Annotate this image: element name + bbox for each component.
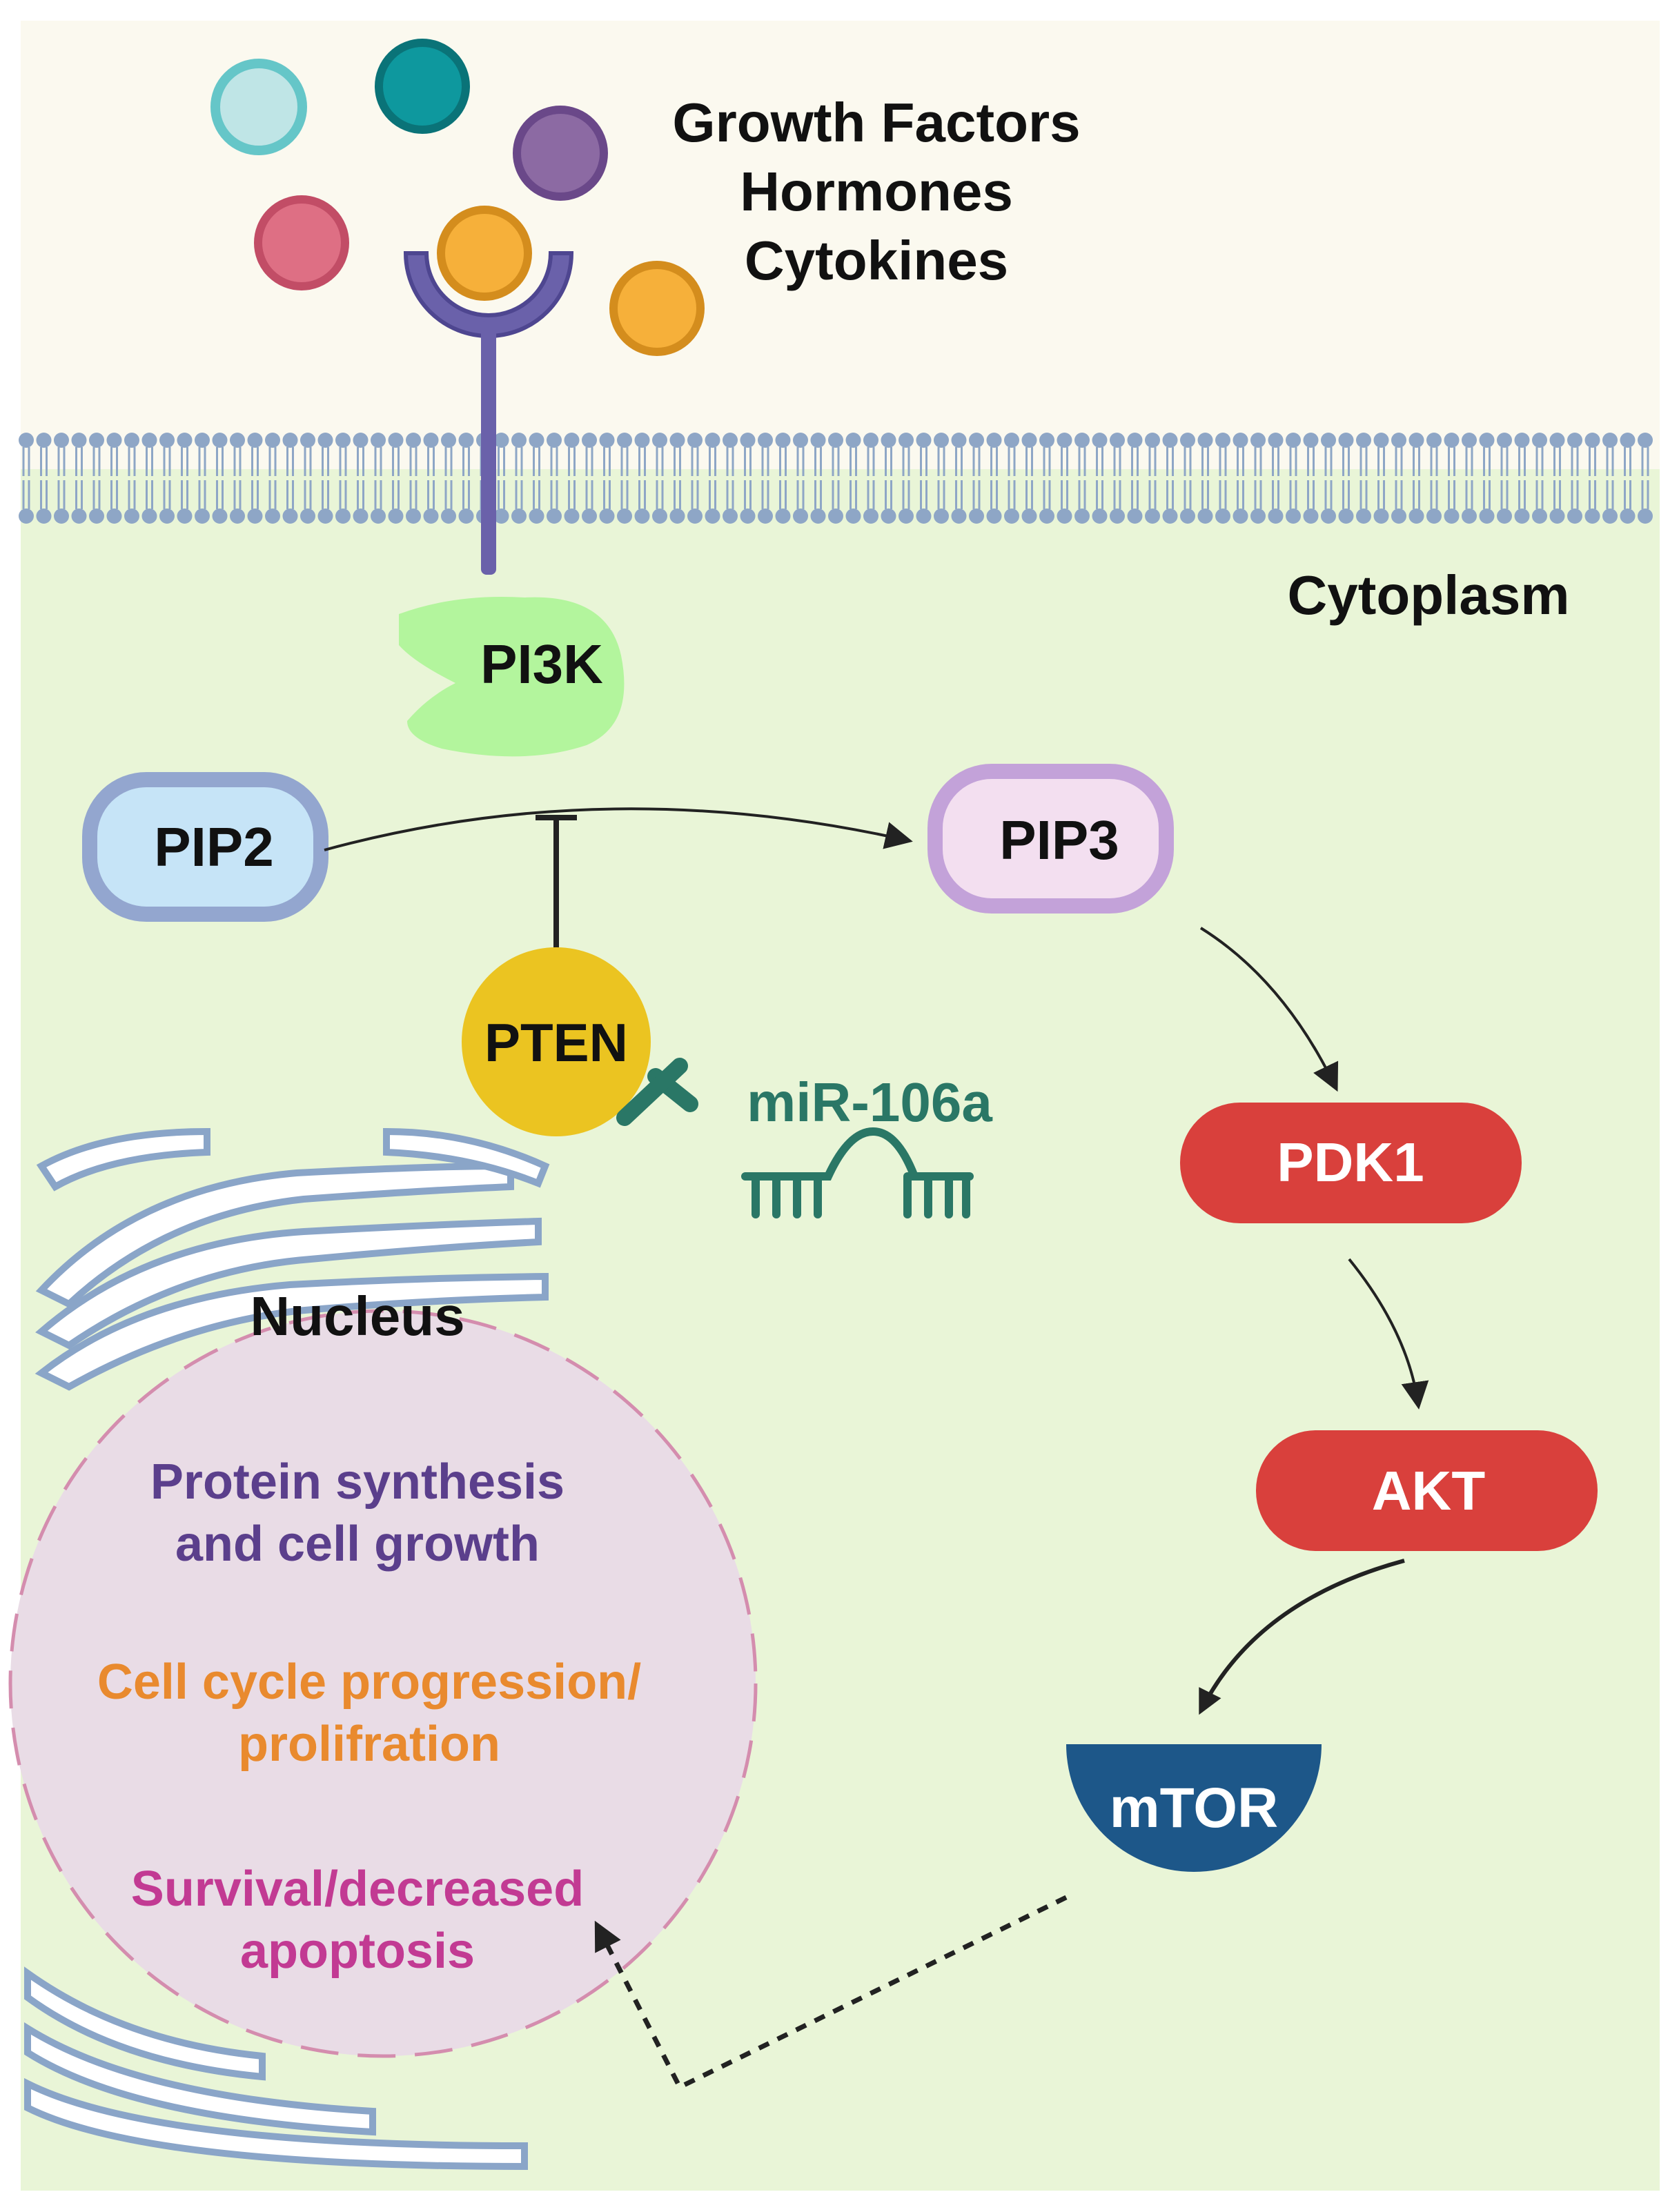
membrane-lipid-heads — [19, 433, 1653, 524]
ligand-pink — [254, 195, 349, 290]
outcome-survival-line2: apoptosis — [240, 1924, 475, 1979]
pip3-label: PIP3 — [999, 809, 1119, 871]
endoplasmic-reticulum — [35, 1127, 550, 1391]
ligand-label-growth-factors: Growth Factors — [672, 92, 1080, 153]
ligand-purple — [513, 106, 608, 201]
cytoplasm-label: Cytoplasm — [1288, 564, 1570, 626]
outcome-survival-line1: Survival/decreased — [131, 1862, 584, 1917]
ligand-orange-bound — [437, 206, 532, 301]
pten-label: PTEN — [484, 1012, 628, 1073]
mirna-label: miR-106a — [747, 1072, 992, 1133]
akt-label: AKT — [1372, 1460, 1486, 1521]
pten-node: PTEN — [462, 947, 651, 1136]
arrow-akt-to-mtor — [1199, 1559, 1405, 1715]
endoplasmic-reticulum-bottom — [24, 1966, 528, 2171]
ligand-label-hormones: Hormones — [740, 161, 1013, 222]
outcome-cell-cycle-line2: prolifration — [238, 1717, 500, 1772]
membrane-lipid-tails — [22, 447, 1649, 509]
ligand-circles — [210, 39, 705, 356]
arrow-pip3-to-pdk1 — [1199, 927, 1339, 1092]
nucleus: Nucleus Protein synthesis and cell growt… — [8, 1285, 758, 2058]
pi3k-node: PI3K — [399, 597, 625, 757]
outcome-protein-synthesis-line1: Protein synthesis — [150, 1454, 564, 1510]
outcome-protein-synthesis-line2: and cell growth — [175, 1517, 540, 1572]
mtor-node: mTOR — [1066, 1744, 1322, 1872]
ligand-dark-teal — [375, 39, 470, 134]
outcome-cell-cycle-line1: Cell cycle progression/ — [97, 1655, 641, 1710]
arrow-pdk1-to-akt — [1348, 1258, 1429, 1410]
pip2-label: PIP2 — [154, 816, 273, 878]
ligand-label-cytokines: Cytokines — [745, 230, 1008, 291]
mirna-inhibition-bar — [616, 1058, 698, 1126]
ligand-orange — [609, 261, 705, 356]
arrow-pip2-to-pip3 — [324, 807, 913, 851]
nucleus-label: Nucleus — [250, 1285, 464, 1347]
pip2-node: PIP2 — [82, 772, 328, 922]
pdk1-label: PDK1 — [1277, 1132, 1424, 1193]
mirna-hairpin-icon — [741, 1127, 974, 1218]
pdk1-node: PDK1 — [1180, 1103, 1522, 1223]
membrane-bilayer — [19, 433, 1653, 524]
ligand-light-teal — [210, 59, 307, 155]
receptor-icon — [403, 251, 574, 575]
mtor-label: mTOR — [1110, 1777, 1279, 1839]
pi3k-label: PI3K — [480, 633, 603, 695]
pip3-node: PIP3 — [927, 764, 1174, 914]
akt-node: AKT — [1256, 1430, 1598, 1551]
